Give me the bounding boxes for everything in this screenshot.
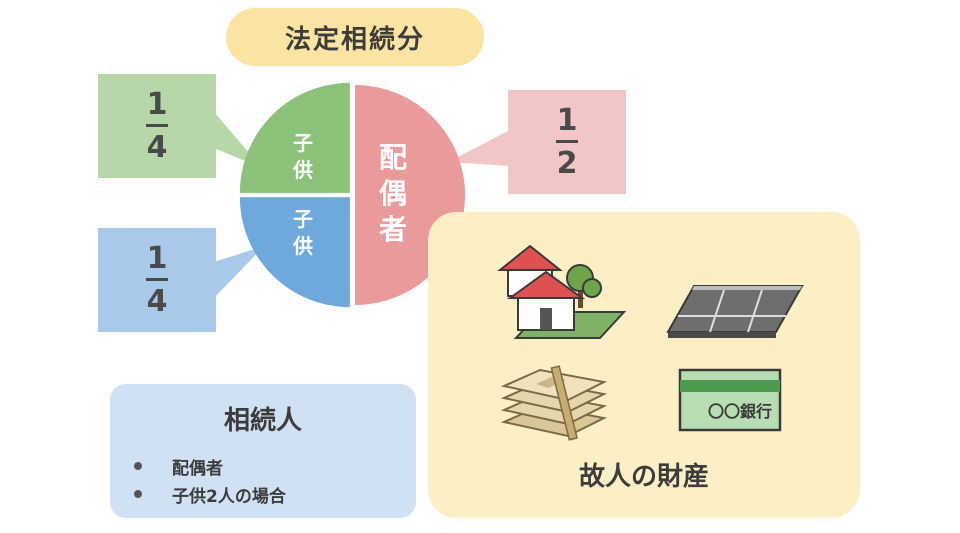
- bullet-icon: [134, 490, 142, 498]
- share-box-spouse: 1 2: [508, 90, 626, 194]
- fraction-child-top: 1 4: [146, 86, 168, 165]
- fraction-bar: [556, 139, 578, 143]
- pie-slice-child-top: [239, 82, 350, 193]
- pointer-spouse: [448, 130, 510, 166]
- heirs-list: 配偶者 子供2人の場合: [134, 452, 286, 508]
- cash-bundle-icon: [500, 365, 608, 441]
- fraction-spouse: 1 2: [556, 102, 578, 181]
- share-box-child-bottom: 1 4: [98, 228, 216, 332]
- bullet-icon: [134, 462, 142, 470]
- assets-title: 故人の財産: [578, 462, 709, 492]
- pie-label-child-top: 子供: [293, 131, 313, 182]
- fraction-bar: [146, 277, 168, 281]
- numerator: 1: [146, 86, 168, 122]
- numerator: 1: [556, 102, 578, 138]
- fraction-child-bottom: 1 4: [146, 240, 168, 319]
- assets-panel: 故人の財産 〇〇銀行: [428, 212, 860, 518]
- list-item: 子供2人の場合: [134, 480, 286, 508]
- fraction-bar: [146, 123, 168, 127]
- denominator: 2: [556, 145, 578, 181]
- denominator: 4: [146, 283, 168, 319]
- numerator: 1: [146, 240, 168, 276]
- pointer-child-bottom: [214, 246, 264, 298]
- list-item: 配偶者: [134, 452, 286, 480]
- denominator: 4: [146, 129, 168, 165]
- pie-slice-child-bottom: [239, 197, 350, 308]
- pie-label-child-bottom: 子供: [293, 207, 313, 258]
- heirs-panel: 相続人 配偶者 子供2人の場合: [110, 384, 416, 518]
- land-icon: [666, 285, 804, 338]
- house-icon: [497, 244, 626, 339]
- share-box-child-top: 1 4: [98, 74, 216, 178]
- bank-name: 〇〇銀行: [707, 402, 772, 421]
- pie-label-spouse: 配偶者: [378, 141, 407, 246]
- diagram-title: 法定相続分: [226, 8, 484, 66]
- heirs-title: 相続人: [223, 406, 302, 436]
- bankbook-icon: [678, 368, 782, 432]
